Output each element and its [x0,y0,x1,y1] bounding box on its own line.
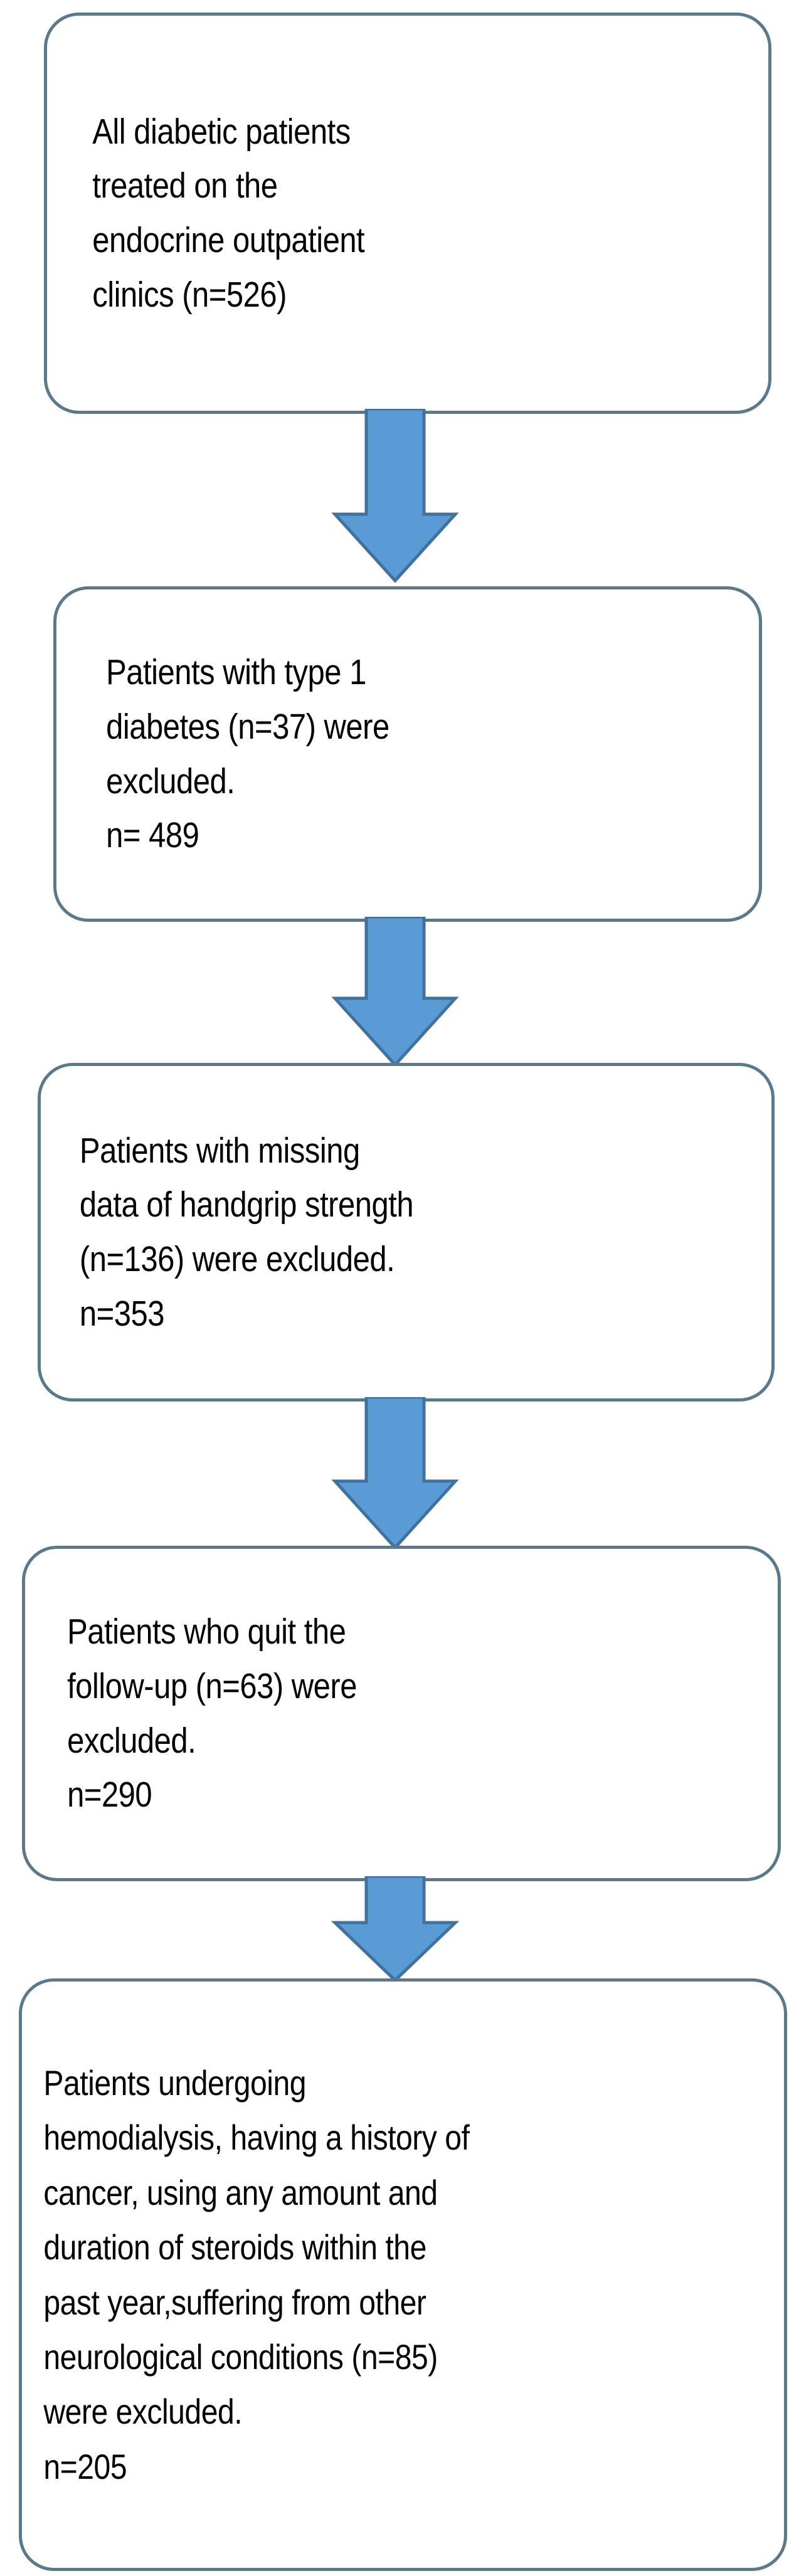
flow-node-text: All diabetic patients treated on the end… [92,111,365,315]
down-arrow-glyph [331,1397,459,1550]
flow-node-excluded-comorbidities: Patients undergoing hemodialysis, having… [19,1978,787,2571]
down-arrow-icon-4 [0,1876,789,1983]
down-arrow-glyph [331,409,459,583]
down-arrow-glyph [331,1876,460,1983]
flow-node-text: Patients undergoing hemodialysis, having… [43,2063,470,2486]
flow-node-excluded-type-1-diabetes: Patients with type 1 diabetes (n=37) wer… [53,586,762,922]
down-arrow-icon-2 [0,917,789,1067]
flow-node-excluded-missing-handgrip: Patients with missing data of handgrip s… [38,1063,775,1401]
flow-node-all-diabetic-patients: All diabetic patients treated on the end… [44,13,771,414]
flow-node-text: Patients with type 1 diabetes (n=37) wer… [106,652,389,856]
flow-node-excluded-quit-follow-up: Patients who quit the follow-up (n=63) w… [22,1546,781,1881]
down-arrow-icon-1 [0,409,789,584]
flow-node-text: Patients with missing data of handgrip s… [79,1130,414,1334]
flow-node-text: Patients who quit the follow-up (n=63) w… [67,1612,357,1815]
down-arrow-glyph [331,917,459,1067]
down-arrow-icon-3 [0,1397,789,1550]
